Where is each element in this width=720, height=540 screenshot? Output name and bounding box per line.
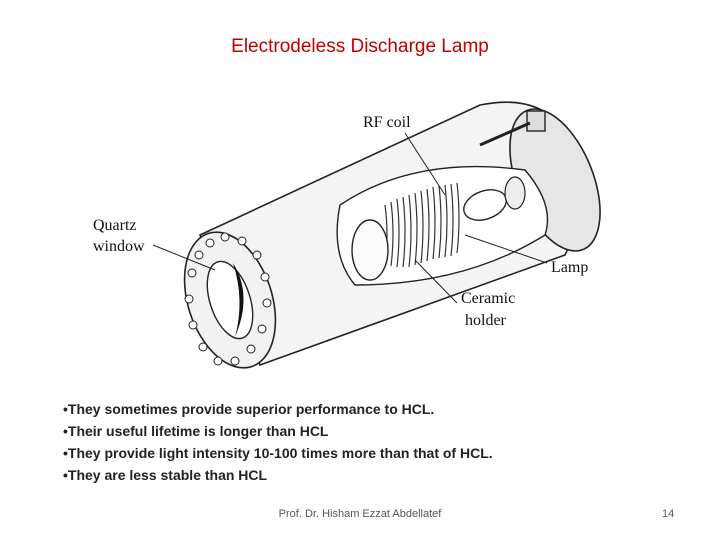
label-quartz-2: window [93, 238, 145, 255]
leader-lines [152, 132, 548, 304]
bullet-item: •They are less stable than HCL [63, 467, 268, 483]
label-rf-coil: RF coil [363, 114, 411, 131]
quartz-window-shadow [233, 263, 244, 337]
bullet-item: •They provide light intensity 10-100 tim… [63, 445, 493, 461]
bullet-item: •Their useful lifetime is longer than HC… [63, 423, 329, 439]
page-number: 14 [662, 508, 675, 520]
lamp-diagram: RF coil Quartz window Lamp Ceramic holde… [85, 85, 645, 385]
label-ceramic-1: Ceramic [461, 290, 515, 307]
label-quartz-1: Quartz [93, 217, 137, 234]
label-ceramic-2: holder [465, 312, 507, 329]
top-connector [526, 110, 546, 132]
slide-title: Electrodeless Discharge Lamp [231, 36, 489, 57]
lamp-base [504, 176, 526, 210]
connector-rod [479, 121, 531, 147]
ceramic-holder-disk [351, 219, 389, 281]
bullet-list: •They sometimes provide superior perform… [63, 398, 683, 486]
lamp-diagram-svg: RF coil Quartz window Lamp Ceramic holde… [93, 101, 601, 369]
bullet-item: •They sometimes provide superior perform… [63, 401, 435, 417]
window-bolt-holes [184, 232, 272, 366]
label-lamp: Lamp [551, 259, 588, 276]
rf-coil [384, 182, 460, 268]
footer-author: Prof. Dr. Hisham Ezzat Abdellatef [278, 508, 442, 520]
quartz-window-opening [206, 260, 254, 340]
